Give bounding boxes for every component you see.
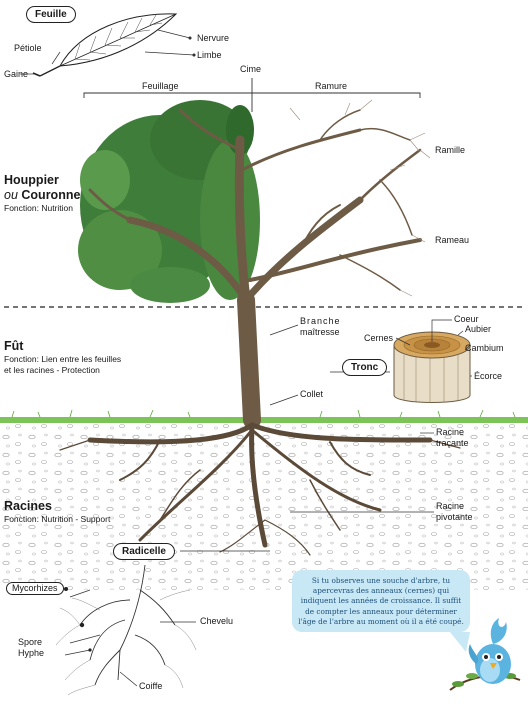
label-ecorce: Écorce (474, 371, 502, 382)
label-mycorhizes: Mycorhizes (6, 582, 64, 595)
trunk-pill: Tronc (342, 359, 387, 376)
label-chevelu: Chevelu (200, 616, 233, 627)
grass (0, 417, 528, 423)
label-nervure: Nervure (197, 33, 229, 44)
label-hyphe: Hyphe (18, 648, 44, 659)
tip-line-1: Si tu observes une souche d'arbre, tu (298, 576, 464, 586)
label-spore: Spore (18, 637, 42, 648)
houppier-title: Houppier (4, 173, 59, 187)
label-cernes: Cernes (364, 333, 393, 344)
fut-title: Fût (4, 339, 121, 354)
label-coiffe: Coiffe (139, 681, 162, 692)
label-racine-pivotante-2: pivotante (436, 512, 473, 523)
tip-line-4: de compter les anneaux pour déterminer (298, 607, 464, 617)
section-houppier: Houppier ou Couronne Fonction: Nutrition (4, 173, 80, 214)
label-limbe: Limbe (197, 50, 222, 61)
section-fut: Fût Fonction: Lien entre les feuilles et… (4, 339, 121, 376)
label-racine-pivotante-1: Racine (436, 501, 464, 512)
foliage (78, 100, 260, 303)
label-petiole: Pétiole (14, 43, 42, 54)
label-racine-tracante-1: Racine (436, 427, 464, 438)
houppier-subtitle: Fonction: Nutrition (4, 203, 80, 214)
tip-line-2: apercevras des anneaux (cernes) qui (298, 586, 464, 596)
label-rameau: Rameau (435, 235, 469, 246)
label-collet: Collet (300, 389, 323, 400)
label-feuillage: Feuillage (142, 81, 179, 92)
label-aubier: Aubier (465, 324, 491, 335)
leaf-title-pill: Feuille (26, 6, 76, 23)
label-maitresse: maîtresse (300, 327, 340, 338)
tip-line-3: indiquent les années de croissance. Il s… (298, 596, 464, 606)
label-gaine: Gaine (4, 69, 28, 80)
label-cambium: Cambium (465, 343, 504, 354)
label-ramille: Ramille (435, 145, 465, 156)
houppier-or: ou (4, 188, 18, 202)
leaf-drawing (33, 14, 176, 76)
racines-subtitle: Fonction: Nutrition - Support (4, 514, 110, 525)
crown-bracket (84, 78, 420, 112)
tip-line-5: l'âge de l'arbre au moment où il a été c… (298, 617, 464, 627)
fut-subtitle-2: et les racines - Protection (4, 365, 121, 376)
label-ramure: Ramure (315, 81, 347, 92)
racines-title: Racines (4, 499, 110, 514)
label-branche: Branche (300, 316, 341, 327)
label-cime: Cime (240, 64, 261, 75)
radicelle-pill: Radicelle (113, 543, 175, 560)
houppier-alt-title: Couronne (21, 188, 80, 202)
label-racine-tracante-2: traçante (436, 438, 469, 449)
section-racines: Racines Fonction: Nutrition - Support (4, 499, 110, 525)
fut-subtitle-1: Fonction: Lien entre les feuilles (4, 354, 121, 365)
tip-bubble: Si tu observes une souche d'arbre, tu ap… (292, 570, 470, 632)
